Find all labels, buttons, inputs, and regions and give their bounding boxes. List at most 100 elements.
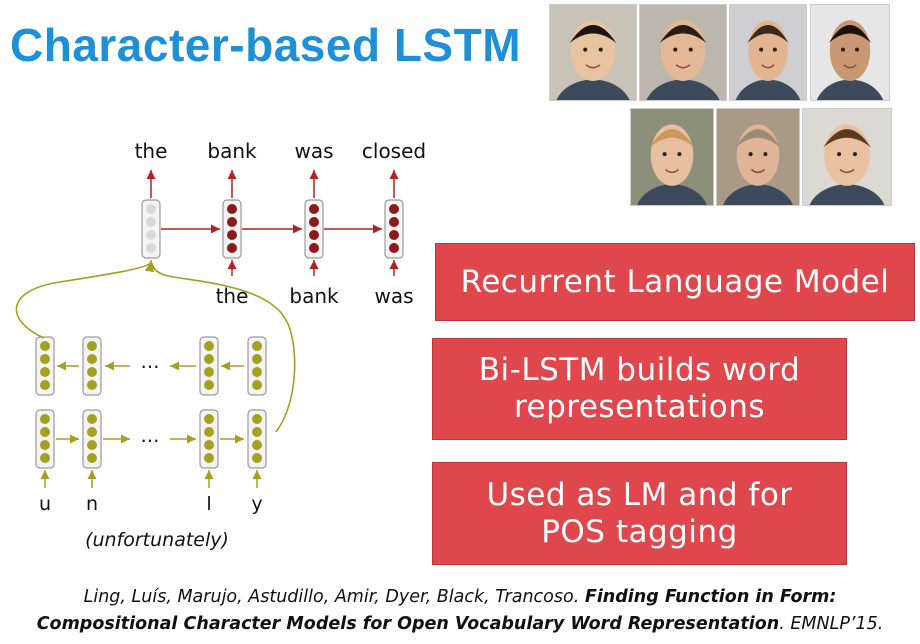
forward-char-cell-4-unit xyxy=(252,414,262,424)
backward-char-cell-1-unit xyxy=(40,380,50,390)
shoulders xyxy=(723,184,793,205)
backward-char-cell-3-unit xyxy=(204,341,214,351)
ellipsis-backward: … xyxy=(141,351,160,373)
output-word-closed: closed xyxy=(362,139,426,163)
input-word-was: was xyxy=(374,284,413,308)
word-lstm-cell-1-unit xyxy=(146,217,156,227)
backward-char-cell-2 xyxy=(82,336,102,396)
word-lstm-cell-3-unit xyxy=(309,243,319,253)
word-lstm-cell-4-frame xyxy=(384,199,404,259)
backward-char-cell-4 xyxy=(247,336,267,396)
shoulders xyxy=(646,79,720,100)
word-lstm-cell-4-unit xyxy=(389,204,399,214)
backward-char-cell-4-frame xyxy=(247,336,267,396)
eye xyxy=(855,47,860,52)
word-lstm-cell-4 xyxy=(384,199,404,259)
eye xyxy=(662,152,667,157)
forward-char-cell-2-unit xyxy=(87,453,97,463)
word-lstm-cell-1-unit xyxy=(146,204,156,214)
forward-char-cell-1-unit xyxy=(40,414,50,424)
slide-title: Character-based LSTM xyxy=(10,19,522,71)
hair xyxy=(823,129,871,148)
forward-char-cell-1 xyxy=(35,409,55,469)
word-lstm-cell-1 xyxy=(141,199,161,259)
forward-char-cell-2-unit xyxy=(87,440,97,450)
backward-char-cell-1-frame xyxy=(35,336,55,396)
callout-3-line-2: POS tagging xyxy=(541,513,738,550)
backward-char-cell-4-unit xyxy=(252,380,262,390)
char-n: n xyxy=(86,493,98,515)
portrait-icon xyxy=(556,20,630,100)
forward-char-cell-2 xyxy=(82,409,102,469)
word-lstm-cell-2-unit xyxy=(227,217,237,227)
eye xyxy=(673,47,678,52)
backward-char-cell-1-unit xyxy=(40,367,50,377)
example-word: (unfortunately) xyxy=(85,529,229,551)
forward-char-cell-2-unit xyxy=(87,427,97,437)
citation-title-line-2: Compositional Character Models for Open … xyxy=(36,614,780,634)
mouth xyxy=(761,64,775,69)
char-l: l xyxy=(206,493,211,515)
portrait-icon xyxy=(809,124,885,205)
backward-char-cell-2-unit xyxy=(87,341,97,351)
forward-char-cell-4-unit xyxy=(252,453,262,463)
forward-char-cell-3-unit xyxy=(204,440,214,450)
char-y: y xyxy=(251,493,262,515)
forward-char-cell-1-unit xyxy=(40,440,50,450)
word-lstm-cell-2-frame xyxy=(222,199,242,259)
callout-2-line-1: Bi-LSTM builds word xyxy=(478,352,801,388)
citation-authors: Ling, Luís, Marujo, Astudillo, Amir, Dye… xyxy=(83,587,580,607)
shoulders xyxy=(637,184,707,205)
mouth xyxy=(585,64,601,69)
eye xyxy=(852,152,857,157)
word-lstm-cell-1-unit xyxy=(146,243,156,253)
portrait-icon xyxy=(735,20,801,100)
shoulders xyxy=(809,184,885,205)
word-lstm-cell-2 xyxy=(222,199,242,259)
input-word-the: the xyxy=(216,284,249,308)
eye xyxy=(763,152,768,157)
backward-char-cell-3-unit xyxy=(204,367,214,377)
eye xyxy=(677,152,682,157)
backward-char-cell-2-unit xyxy=(87,380,97,390)
callout-bilstm: Bi-LSTM builds word representations xyxy=(432,338,847,440)
backward-char-cell-1-unit xyxy=(40,341,50,351)
backward-char-cell-3-frame xyxy=(199,336,219,396)
char-to-word-connector-right xyxy=(150,261,296,433)
hair xyxy=(569,24,617,43)
backward-char-cell-1 xyxy=(35,336,55,396)
hair xyxy=(747,24,789,43)
eye xyxy=(772,47,777,52)
eye xyxy=(688,47,693,52)
portrait-icon xyxy=(723,124,793,205)
mouth xyxy=(843,64,857,69)
backward-char-cell-3-unit xyxy=(204,354,214,364)
word-lstm-cell-2-unit xyxy=(227,243,237,253)
forward-char-cell-3-frame xyxy=(199,409,219,469)
word-lstm-cell-2-unit xyxy=(227,230,237,240)
hair xyxy=(659,24,707,43)
callout-3-line-1: Used as LM and for xyxy=(486,476,793,513)
backward-char-cell-3-unit xyxy=(204,380,214,390)
shoulders xyxy=(735,79,801,100)
backward-char-cell-2-unit xyxy=(87,354,97,364)
author-photo-3 xyxy=(729,4,807,101)
callout-2-line-2: representations xyxy=(513,389,765,425)
shoulders xyxy=(556,79,630,100)
word-lstm-cell-3-unit xyxy=(309,217,319,227)
citation: Ling, Luís, Marujo, Astudillo, Amir, Dye… xyxy=(0,584,920,638)
eye xyxy=(748,152,753,157)
mouth xyxy=(839,168,855,174)
citation-title-line-1: Finding Function in Form: xyxy=(584,587,837,607)
word-lstm-cell-4-unit xyxy=(389,217,399,227)
forward-char-cell-1-unit xyxy=(40,427,50,437)
word-lstm-cell-3-unit xyxy=(309,204,319,214)
eye xyxy=(840,47,845,52)
forward-char-cell-4-unit xyxy=(252,440,262,450)
eye xyxy=(598,47,603,52)
backward-char-cell-4-unit xyxy=(252,341,262,351)
portrait-icon xyxy=(637,124,707,205)
forward-char-cell-3 xyxy=(199,409,219,469)
eye xyxy=(583,47,588,52)
author-photo-1 xyxy=(549,4,637,101)
